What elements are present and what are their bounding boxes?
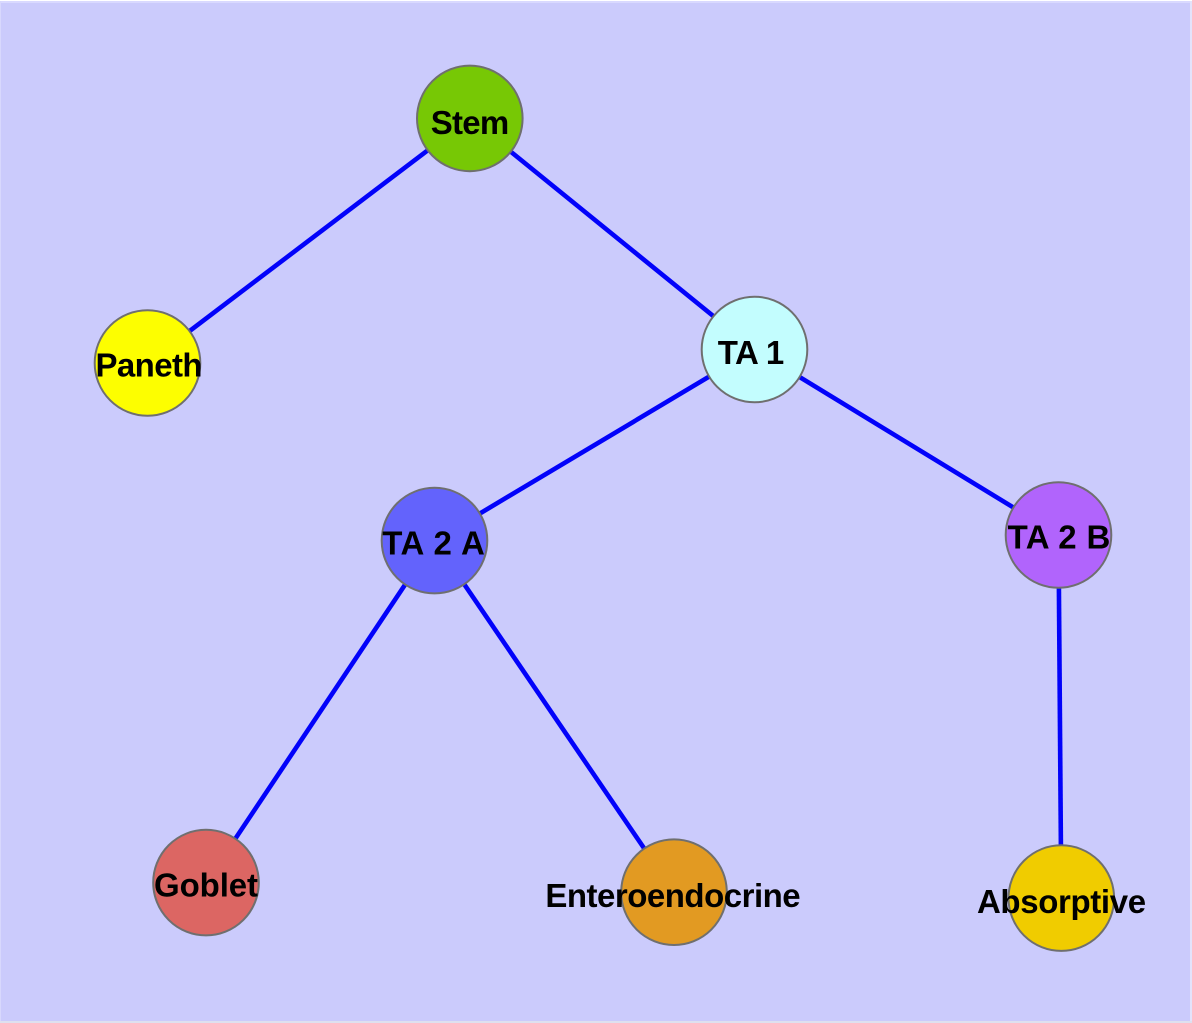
- svg-text:Stem: Stem: [431, 104, 510, 141]
- svg-text:Enteroendocrine: Enteroendocrine: [545, 877, 800, 914]
- svg-text:Paneth: Paneth: [96, 347, 203, 384]
- svg-text:Absorptive: Absorptive: [977, 883, 1146, 920]
- svg-text:TA 2 A: TA 2 A: [382, 525, 485, 562]
- svg-text:Goblet: Goblet: [154, 867, 258, 904]
- svg-text:TA 1: TA 1: [718, 334, 785, 371]
- svg-text:TA 2 B: TA 2 B: [1008, 519, 1111, 556]
